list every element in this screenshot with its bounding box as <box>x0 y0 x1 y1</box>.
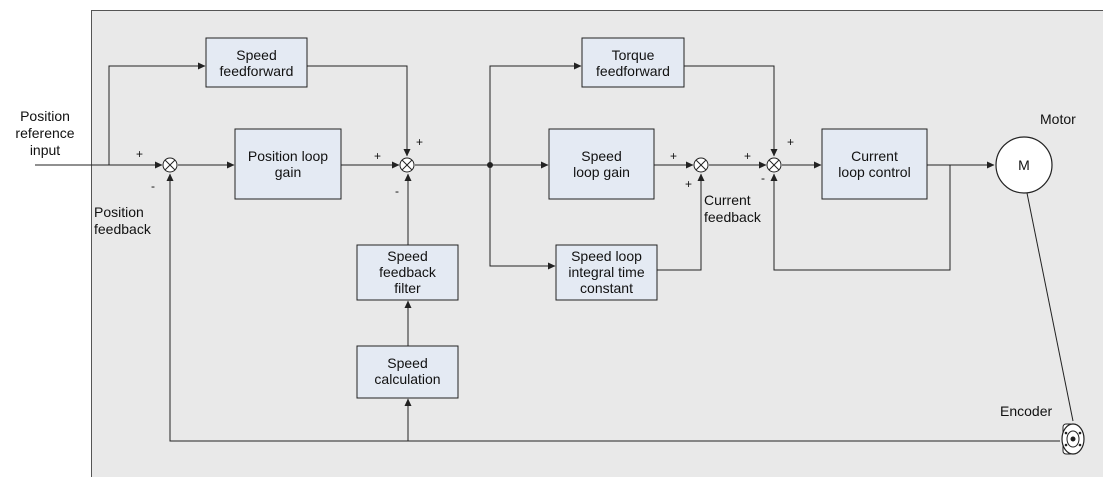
diagram-background <box>91 10 1103 477</box>
speed-loop-integral-box <box>555 244 658 301</box>
sign-plus: + <box>416 135 424 149</box>
sign-minus: - <box>761 171 765 185</box>
motor-circle <box>995 136 1053 194</box>
sign-plus: + <box>744 149 752 163</box>
summing-junction-current <box>766 157 782 173</box>
encoder-icon <box>1061 423 1085 455</box>
summing-junction-speed <box>399 157 415 173</box>
sign-plus: + <box>787 135 795 149</box>
motor-label: Motor <box>1040 111 1076 127</box>
summing-junction-position <box>162 157 178 173</box>
torque-feedforward-label: Torque feedforward <box>596 47 670 79</box>
position-loop-gain-box <box>234 128 342 200</box>
speed-loop-gain-box <box>548 128 655 200</box>
sign-plus: + <box>136 147 144 161</box>
torque-feedforward-box <box>581 37 685 88</box>
sign-plus: + <box>685 177 693 191</box>
speed-calculation-label: Speed calculation <box>374 355 441 387</box>
current-feedback-label: Current feedback <box>704 192 761 225</box>
sign-plus: + <box>374 149 382 163</box>
speed-feedforward-label: Speed feedforward <box>219 47 294 79</box>
sign-minus: - <box>395 184 399 198</box>
position-reference-input-label: Position reference input <box>15 108 75 158</box>
speed-feedforward-box <box>205 37 308 88</box>
summing-junction-integral <box>693 157 709 173</box>
position-loop-gain-label: Position loop gain <box>247 148 329 180</box>
motor-symbol: M <box>1018 157 1030 173</box>
speed-feedback-filter-label: Speed feedback filter <box>379 248 436 296</box>
sign-minus: - <box>151 179 155 193</box>
current-loop-control-box <box>821 128 928 200</box>
speed-loop-gain-label: Speed loop gain <box>573 148 630 180</box>
speed-loop-integral-label: Speed loop integral time constant <box>568 248 645 296</box>
encoder-label: Encoder <box>1000 403 1053 419</box>
position-feedback-label: Position feedback <box>94 204 151 237</box>
current-loop-control-label: Current loop control <box>838 148 911 180</box>
sign-plus: + <box>670 149 678 163</box>
